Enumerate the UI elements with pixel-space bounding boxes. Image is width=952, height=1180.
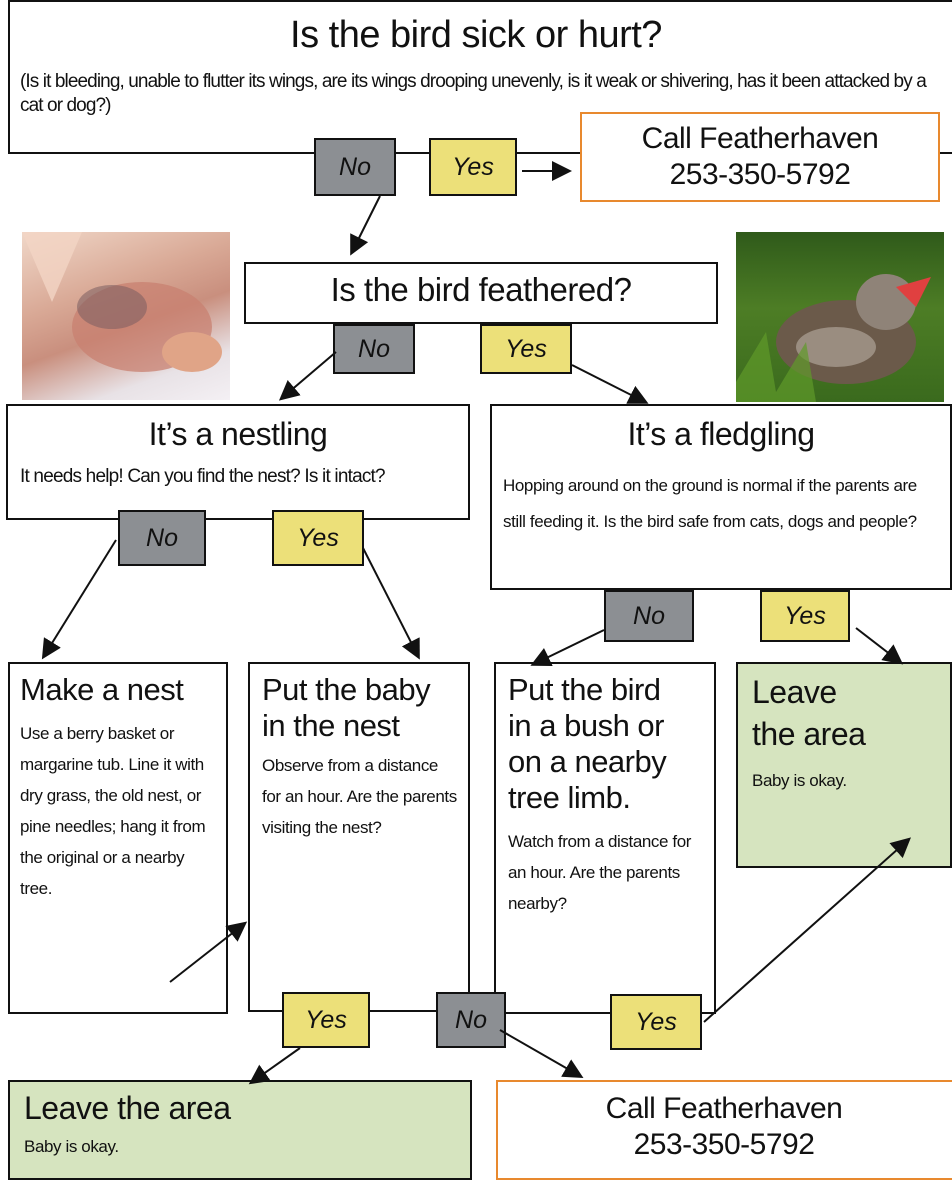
arrow-yes-to-leave-right (856, 628, 900, 662)
arrow-make-nest-to-put-baby (170, 924, 244, 982)
arrow-yes-to-fledgling (572, 365, 645, 402)
arrow-no-to-feathered (352, 196, 380, 252)
arrow-yes-to-leave-right-2 (704, 840, 908, 1022)
arrow-no-to-nestling (282, 352, 336, 398)
arrow-no-to-call-bottom (500, 1030, 580, 1076)
arrow-no-to-make-nest (44, 540, 116, 656)
arrow-yes-to-leave-bottom (252, 1048, 300, 1082)
arrow-yes-to-put-baby (363, 548, 418, 656)
arrow-no-to-put-bird (534, 630, 604, 664)
